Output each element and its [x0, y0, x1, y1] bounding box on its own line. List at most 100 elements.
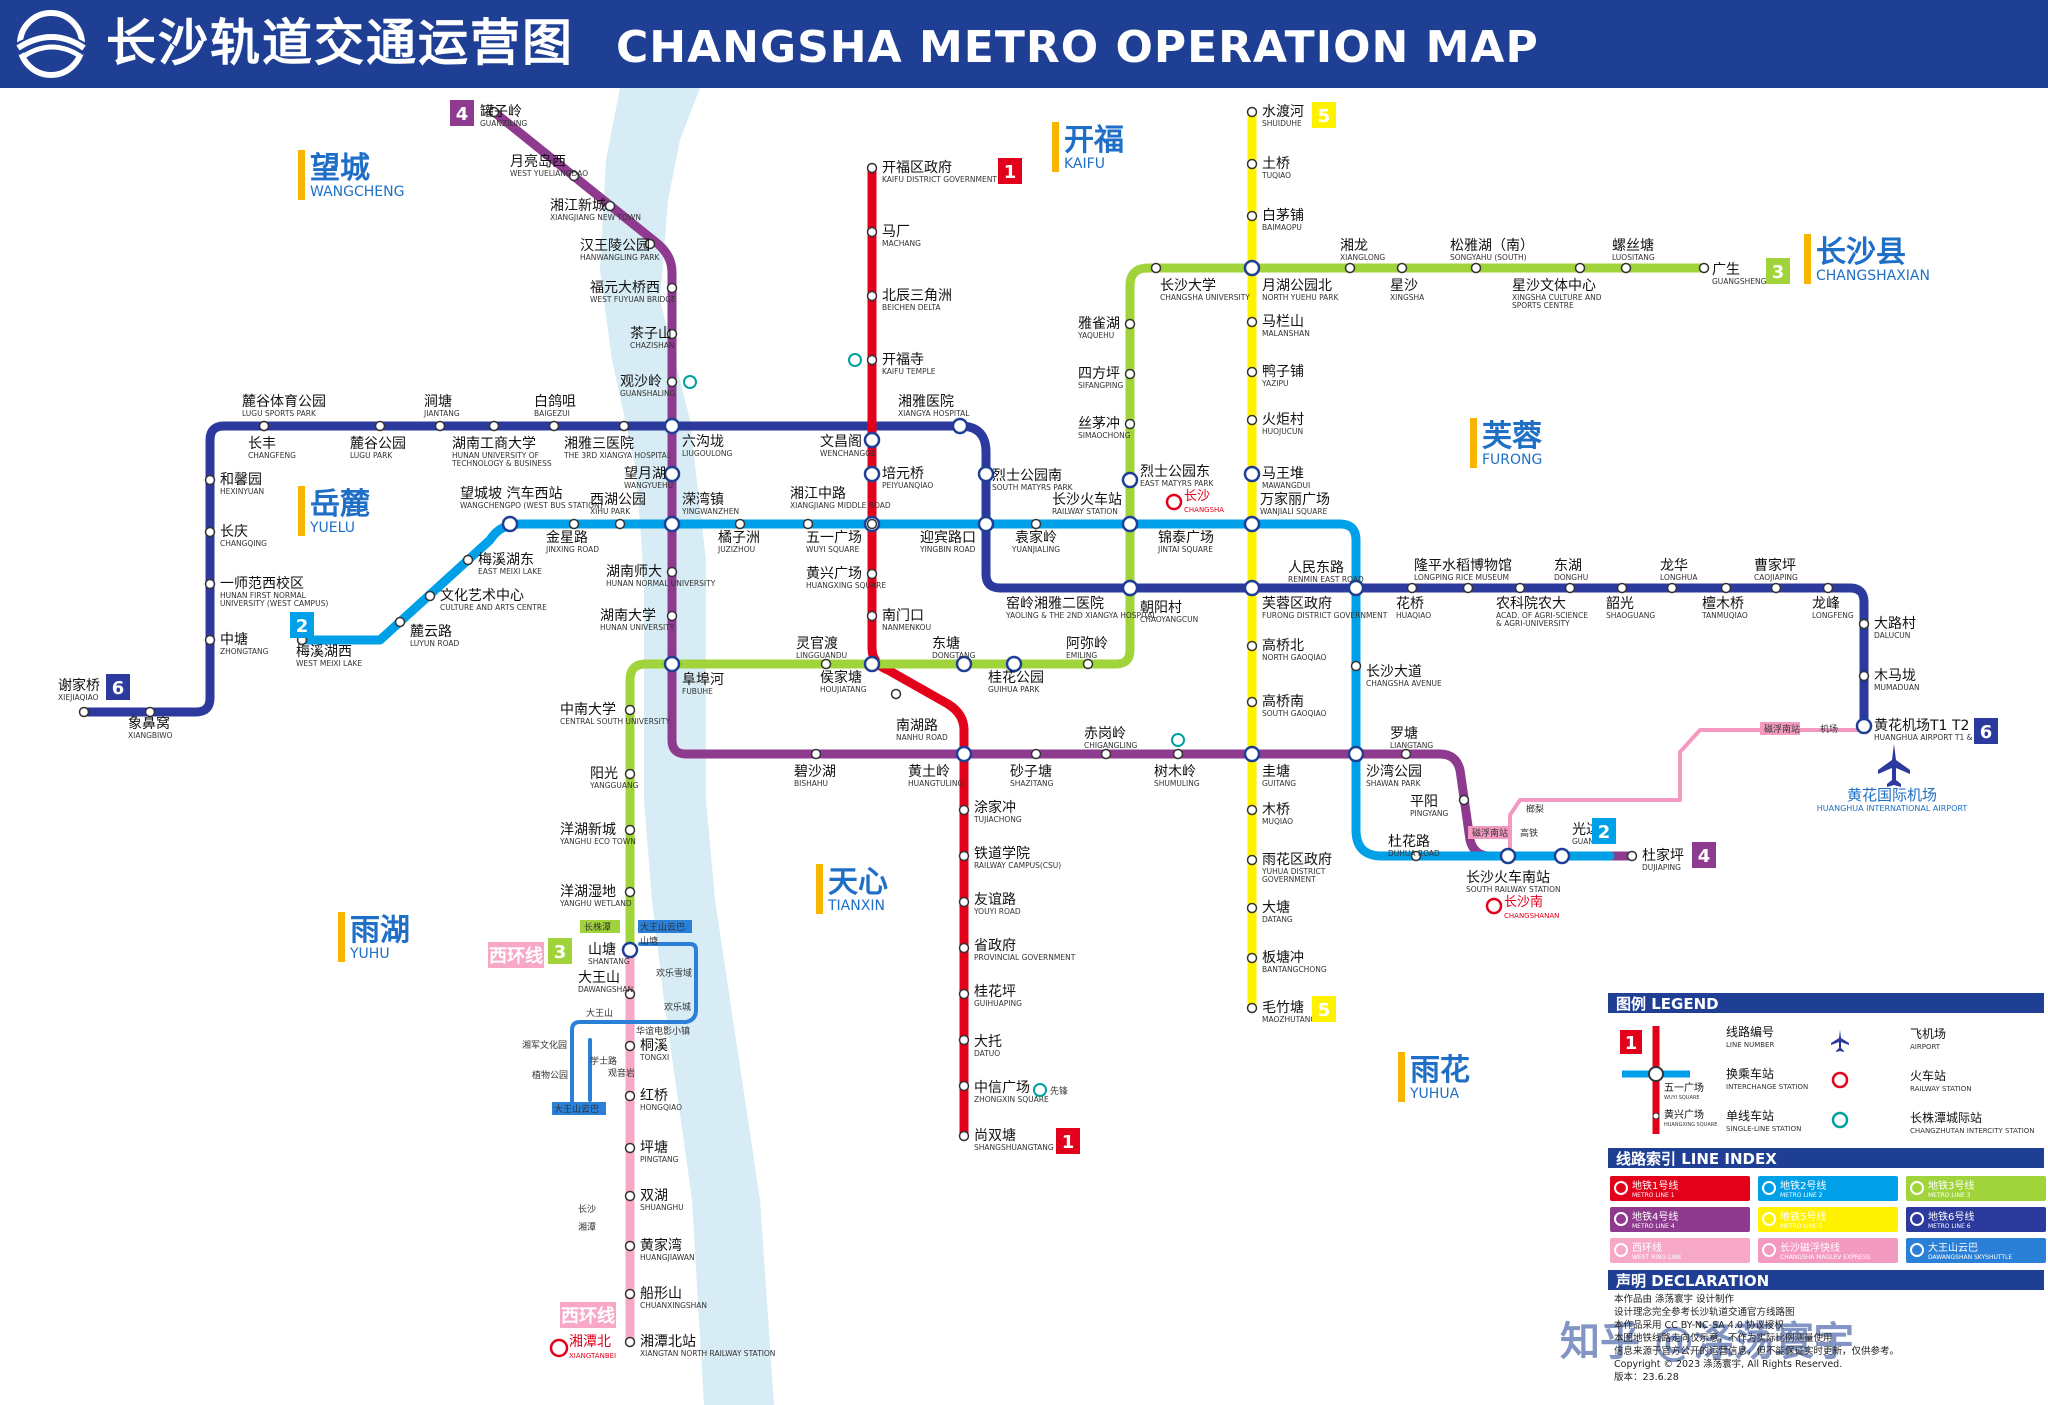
station-l3-4[interactable]: 松雅湖（南）SONGYAHU (SOUTH): [1450, 238, 1534, 274]
